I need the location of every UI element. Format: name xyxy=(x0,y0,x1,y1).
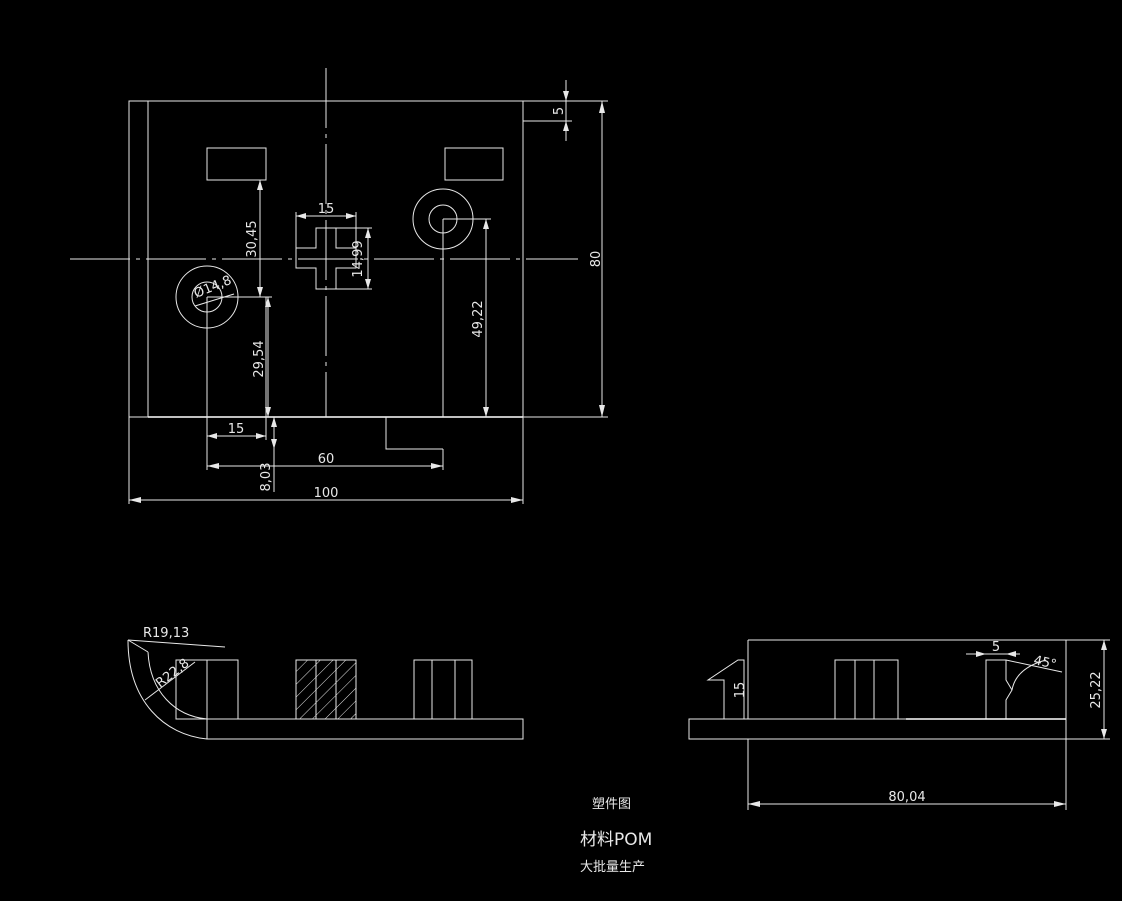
dim-arrow xyxy=(1006,651,1016,657)
side-view: 15 5 45° 25,22 80,04 xyxy=(688,639,1110,810)
bottom-tab xyxy=(385,417,443,450)
dim-arrow xyxy=(265,297,271,307)
dim-r19-label: R19,13 xyxy=(143,626,189,641)
front-view: R19,13 R22,8 xyxy=(127,626,524,740)
dim-angle-label: 45° xyxy=(1032,653,1058,672)
dim-arrow xyxy=(431,463,443,469)
rib-center-section xyxy=(295,659,357,720)
angle-leader xyxy=(1005,659,1063,673)
side-rib xyxy=(834,659,899,720)
dim-arrow xyxy=(207,463,219,469)
dim-arrow xyxy=(207,433,217,439)
dim-arrow xyxy=(257,180,263,190)
dim-arrow xyxy=(296,213,306,219)
drawing-notes: 塑件图 材料POM 大批量生产 xyxy=(580,797,652,875)
dim-arrow xyxy=(599,405,605,417)
dim-80-04-label: 80,04 xyxy=(888,790,925,805)
dim-arrow xyxy=(976,651,986,657)
dim-arrow xyxy=(365,228,371,238)
dim-30-45-label: 30,45 xyxy=(245,220,260,257)
dim-arrow xyxy=(748,801,760,807)
dim-arrow xyxy=(511,497,523,503)
top-view: 5 80 15 14,99 30,45 29,54 xyxy=(70,68,608,504)
dim-arrow xyxy=(346,213,356,219)
dim-15-side-label: 15 xyxy=(733,682,748,699)
angle-arc xyxy=(1011,659,1047,691)
dim-arrow xyxy=(271,417,277,427)
dim-100-label: 100 xyxy=(314,486,339,501)
slot-right xyxy=(444,147,504,181)
dim-5-side-label: 5 xyxy=(992,640,1000,655)
slot-left xyxy=(206,147,267,181)
rib-right xyxy=(413,659,473,720)
dim-arrow xyxy=(563,121,569,131)
r-22-leader xyxy=(144,661,196,701)
dim-arrow xyxy=(1054,801,1066,807)
dim-29-54-label: 29,54 xyxy=(252,340,267,377)
note-title: 塑件图 xyxy=(592,797,631,812)
dim-arrow xyxy=(599,101,605,113)
note-material: 材料POM xyxy=(580,830,652,850)
dim-arrow xyxy=(129,497,141,503)
dim-arrow xyxy=(1101,640,1107,650)
dim-arrow xyxy=(483,407,489,417)
dim-arrow xyxy=(1101,729,1107,739)
dim-80-label: 80 xyxy=(589,251,604,268)
dim-arrow xyxy=(271,439,277,449)
dim-r22-label: R22,8 xyxy=(153,656,192,691)
dim-5-label: 5 xyxy=(552,107,567,115)
dim-arrow xyxy=(563,91,569,101)
hook-inner-arc xyxy=(147,651,208,720)
dim-60-label: 60 xyxy=(318,452,335,467)
dim-25-22-label: 25,22 xyxy=(1089,671,1104,708)
dia-leader xyxy=(194,293,235,307)
front-base xyxy=(206,718,524,740)
dim-arrow xyxy=(265,407,271,417)
dim-arrow xyxy=(256,433,266,439)
r-19-leader xyxy=(127,639,226,648)
dim-arrow xyxy=(257,287,263,297)
side-base xyxy=(688,718,1067,740)
dim-8-03-label: 8,03 xyxy=(259,463,274,492)
dim-left-15-label: 15 xyxy=(228,422,245,437)
hook-tip xyxy=(127,639,149,653)
note-production: 大批量生产 xyxy=(580,860,645,875)
side-snap-rib xyxy=(985,659,1013,719)
dim-arrow xyxy=(365,279,371,289)
hook-outer-arc xyxy=(127,639,208,740)
dim-cross-height-label: 14,99 xyxy=(351,240,366,277)
dim-arrow xyxy=(483,219,489,229)
dim-cross-width-label: 15 xyxy=(318,202,335,217)
dim-49-22-label: 49,22 xyxy=(471,300,486,337)
